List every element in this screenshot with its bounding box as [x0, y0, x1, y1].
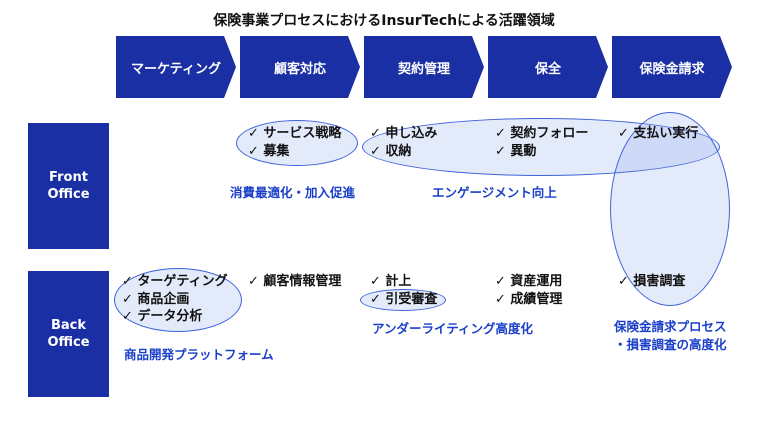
- front-claims-list: ✓ 支払い実行: [618, 125, 698, 143]
- back-marketing-list: ✓ ターゲティング ✓ 商品企画 ✓ データ分析: [122, 273, 228, 326]
- step-marketing: マーケティング: [116, 36, 236, 98]
- step-customer-service: 顧客対応: [240, 36, 360, 98]
- list-item: ✓ サービス戦略: [248, 126, 342, 141]
- list-item: ✓ 計上: [370, 274, 412, 289]
- step-maintenance: 保全: [488, 36, 608, 98]
- caption-claims-line2: ・損害調査の高度化: [614, 337, 727, 352]
- front-label-line1: Front: [49, 170, 88, 185]
- back-label-line1: Back: [50, 318, 87, 333]
- list-item: ✓ 資産運用: [495, 274, 563, 289]
- list-item: ✓ 申し込み: [370, 126, 438, 141]
- caption-claims-line1: 保険金請求プロセス: [614, 319, 727, 334]
- list-item: ✓ 損害調査: [618, 274, 686, 289]
- front-maintenance-list: ✓ 契約フォロー ✓ 異動: [495, 125, 588, 160]
- front-label-line2: Office: [47, 187, 90, 202]
- back-label-line2: Office: [47, 335, 90, 350]
- caption-engagement: エンゲージメント向上: [432, 185, 557, 200]
- list-item: ✓ 引受審査: [370, 291, 438, 307]
- list-item: ✓ 異動: [495, 143, 537, 159]
- step-contract-management: 契約管理: [364, 36, 484, 98]
- list-item: ✓ 顧客情報管理: [248, 274, 342, 289]
- back-contract-list: ✓ 計上 ✓ 引受審査: [370, 273, 437, 308]
- front-customer-list: ✓ サービス戦略 ✓ 募集: [248, 125, 341, 160]
- list-item: ✓ 収納: [370, 143, 412, 159]
- caption-consumption: 消費最適化・加入促進: [230, 185, 356, 200]
- front-contract-list: ✓ 申し込み ✓ 収納: [370, 125, 437, 160]
- highlight-oval-product: [114, 268, 242, 332]
- caption-product-platform: 商品開発プラットフォーム: [124, 347, 274, 362]
- list-item: ✓ 成績管理: [495, 291, 563, 307]
- list-item: ✓ ターゲティング: [122, 274, 228, 289]
- back-customer-list: ✓ 顧客情報管理: [248, 273, 341, 291]
- step-claims: 保険金請求: [612, 36, 732, 98]
- highlight-oval-consumption: [236, 120, 358, 166]
- list-item: ✓ 募集: [248, 143, 290, 159]
- caption-claims: 保険金請求プロセス ・損害調査の高度化: [614, 318, 727, 354]
- highlight-oval-underwriting: [360, 289, 446, 311]
- list-item: ✓ 支払い実行: [618, 126, 699, 141]
- caption-underwriting: アンダーライティング高度化: [372, 321, 534, 336]
- back-claims-list: ✓ 損害調査: [618, 273, 685, 291]
- list-item: ✓ データ分析: [122, 309, 203, 324]
- list-item: ✓ 商品企画: [122, 291, 190, 307]
- back-maintenance-list: ✓ 資産運用 ✓ 成績管理: [495, 273, 562, 308]
- highlight-oval-claims: [610, 112, 730, 306]
- list-item: ✓ 契約フォロー: [495, 126, 589, 141]
- page-title: 保険事業プロセスにおけるInsurTechによる活躍領域: [213, 13, 555, 29]
